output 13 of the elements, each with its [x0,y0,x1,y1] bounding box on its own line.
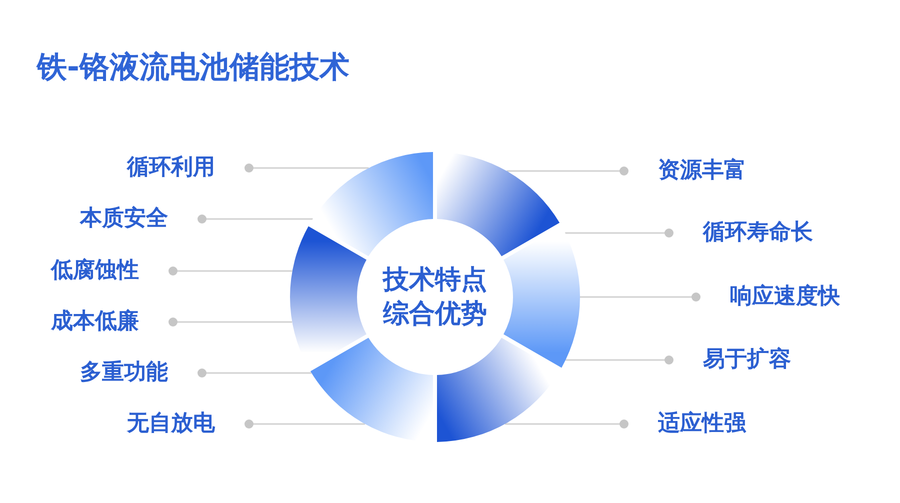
feature-label: 适应性强 [658,411,746,437]
feature-label: 易于扩容 [703,347,791,373]
feature-label: 响应速度快 [730,284,840,310]
feature-label: 成本低廉 [51,309,139,335]
feature-label: 无自放电 [127,411,215,437]
center-label: 技术特点综合优势 [381,264,488,331]
feature-label: 资源丰富 [658,158,746,184]
feature-label: 本质安全 [80,206,168,232]
feature-label: 循环寿命长 [703,220,813,246]
feature-label: 多重功能 [80,360,168,386]
feature-label: 循环利用 [127,155,215,181]
title: 铁-铬液流电池储能技术 [37,49,350,87]
feature-label: 低腐蚀性 [51,258,139,284]
